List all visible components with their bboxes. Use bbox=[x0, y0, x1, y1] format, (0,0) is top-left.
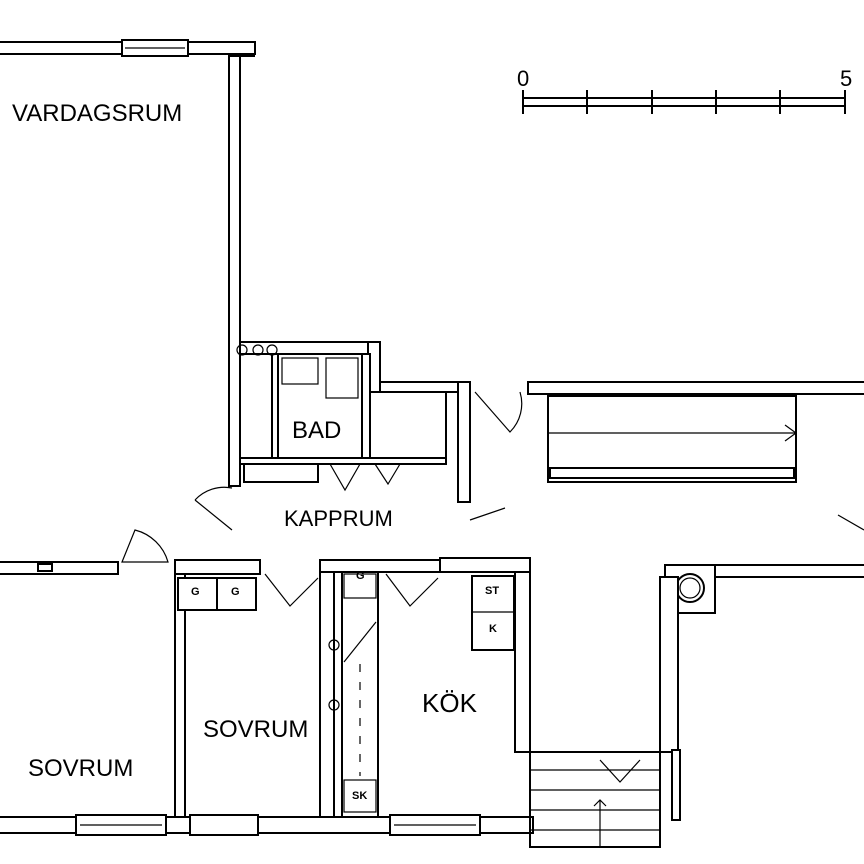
fixture-g-1: G bbox=[191, 586, 200, 598]
room-label-kapprum: KAPPRUM bbox=[284, 506, 393, 531]
room-label-sovrum-left: SOVRUM bbox=[28, 755, 134, 782]
room-label-kok: KÖK bbox=[422, 688, 477, 718]
fixture-cabinet: SK bbox=[352, 790, 368, 802]
door-swings bbox=[121, 391, 864, 783]
scale-label-end: 5 bbox=[840, 66, 853, 91]
fixture-g-3: G bbox=[356, 570, 365, 582]
walls bbox=[0, 39, 864, 848]
room-label-sovrum-middle: SOVRUM bbox=[203, 716, 309, 743]
scale-bar bbox=[522, 90, 846, 114]
scale-label-start: 0 bbox=[517, 66, 530, 91]
fixture-g-2: G bbox=[231, 586, 240, 598]
fixture-fridge: K bbox=[489, 623, 497, 635]
room-label-bad: BAD bbox=[292, 417, 342, 444]
room-label-vardagsrum: VARDAGSRUM bbox=[12, 100, 183, 127]
fixture-stove: ST bbox=[485, 585, 500, 597]
